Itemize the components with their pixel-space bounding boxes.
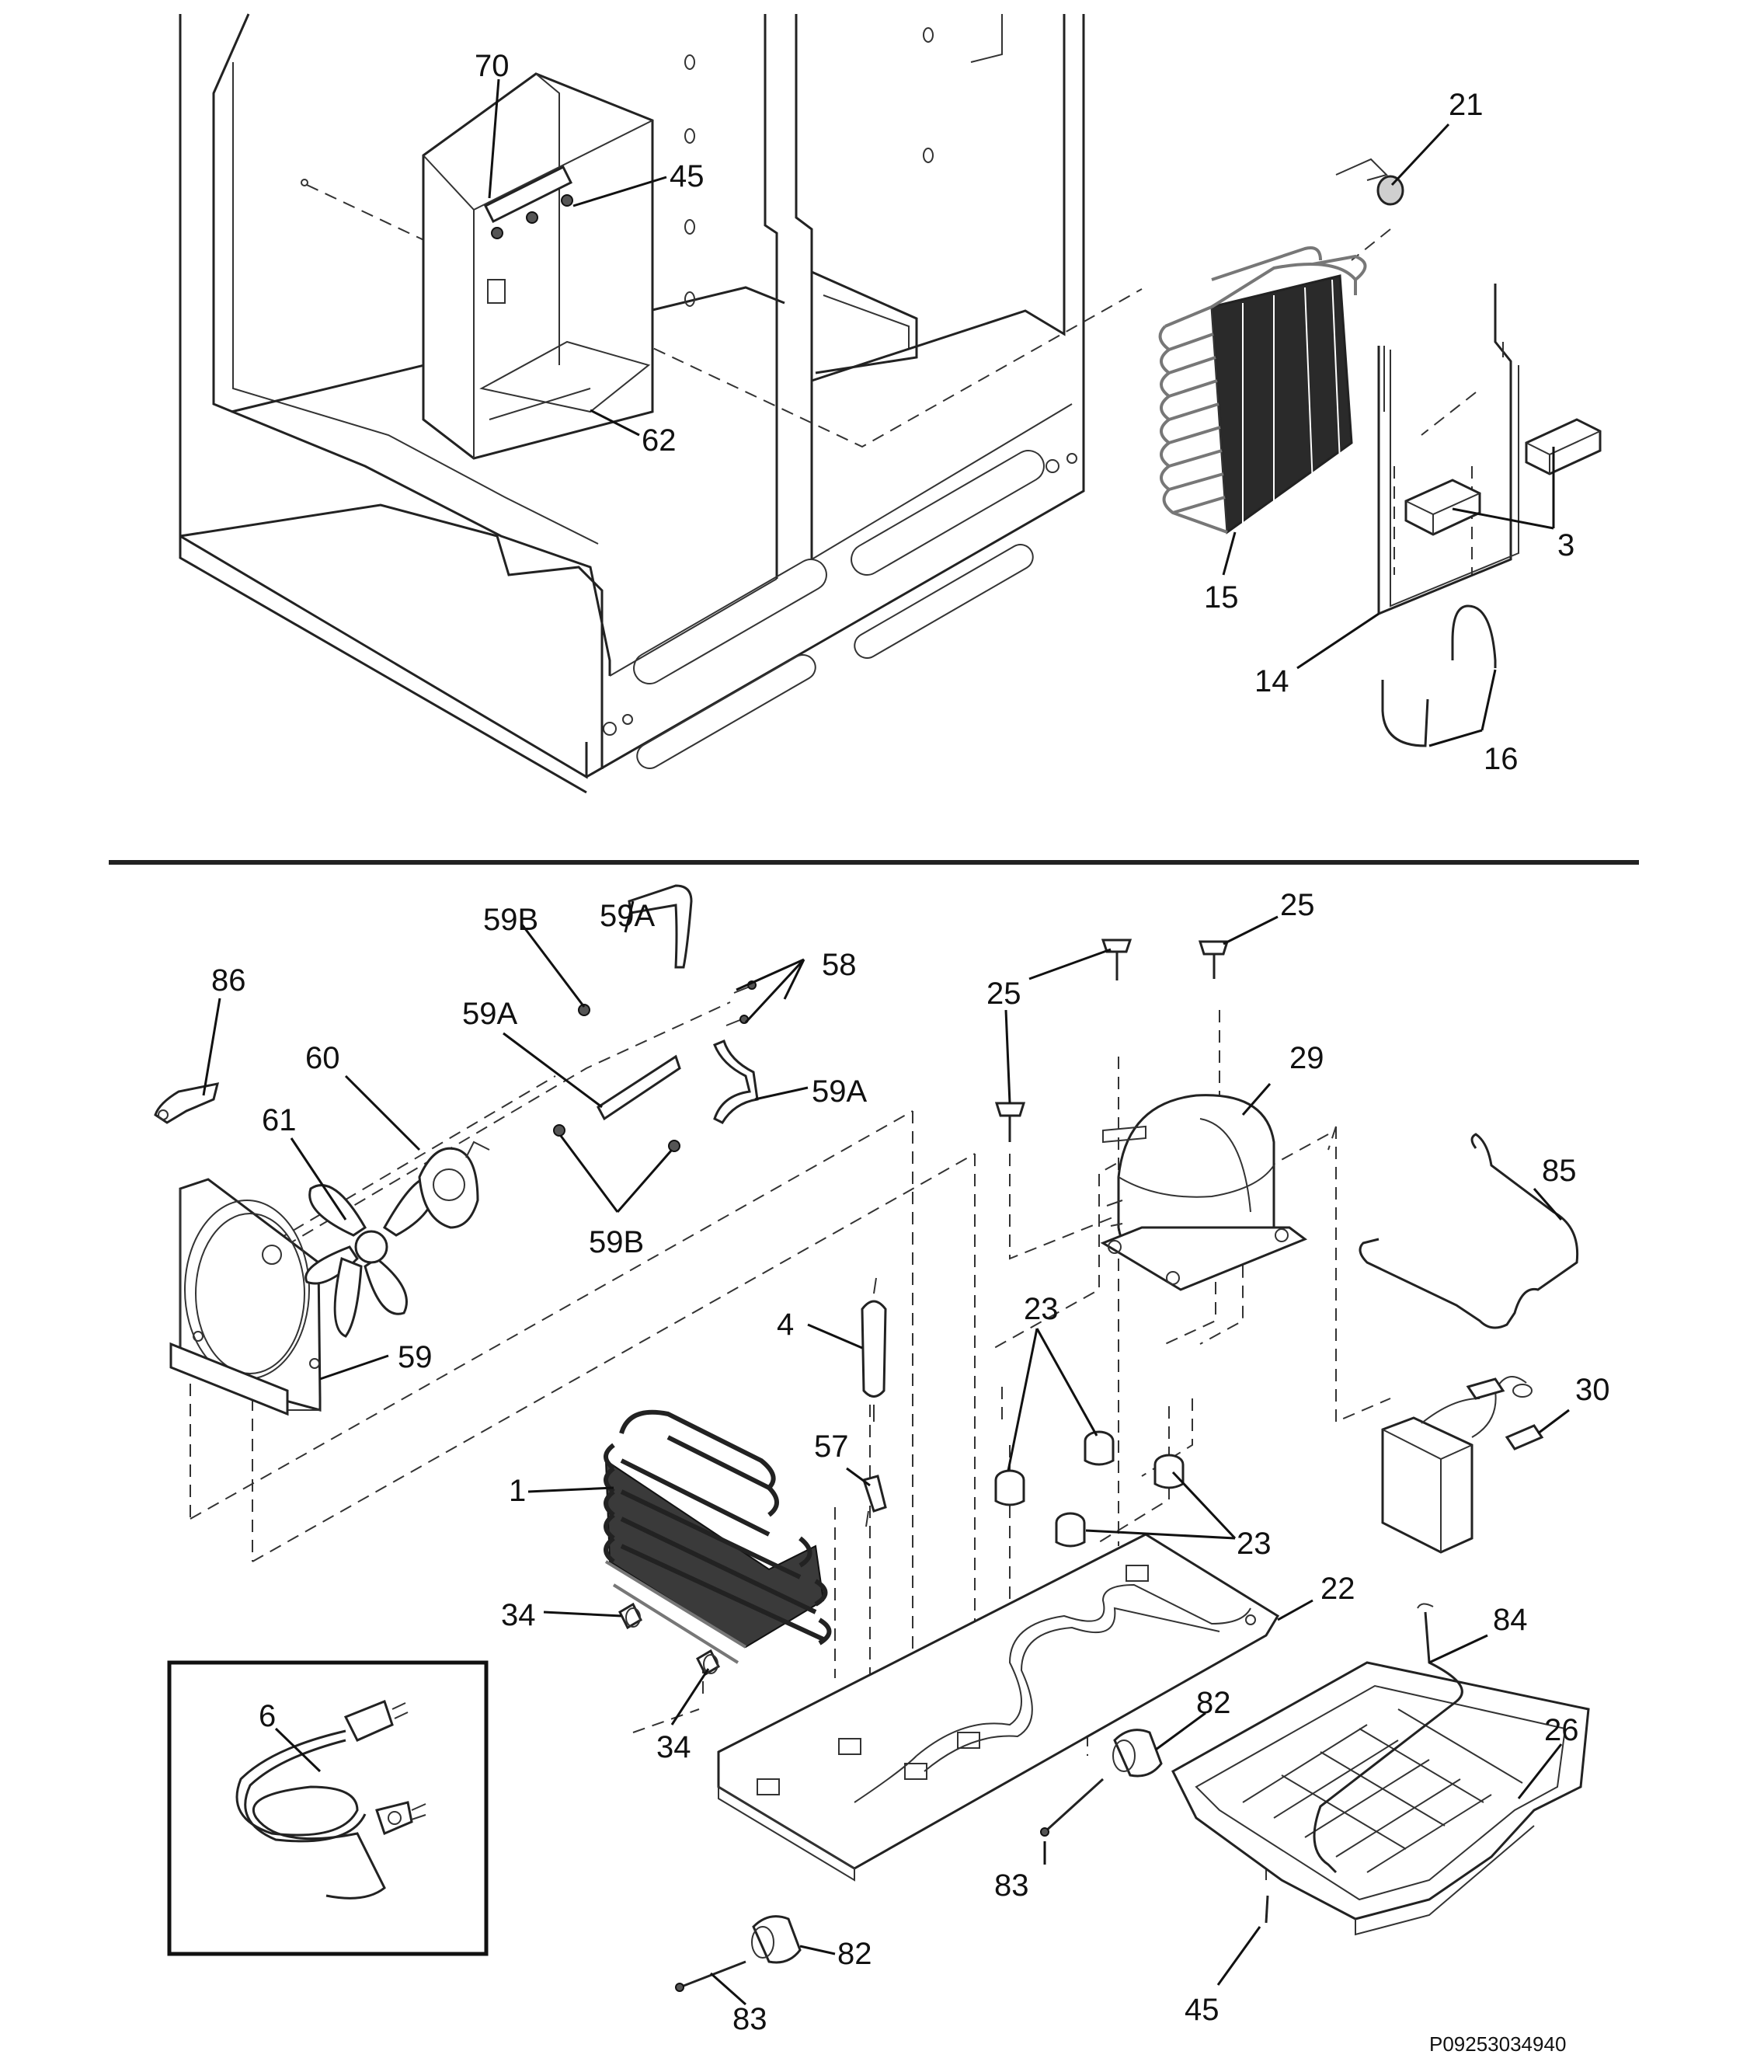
label-26: 26 (1544, 1713, 1579, 1747)
label-85: 85 (1542, 1154, 1577, 1188)
label-61: 61 (262, 1103, 297, 1137)
defrost-heater (1377, 284, 1519, 616)
label-58: 58 (822, 948, 857, 982)
motor-mounts (553, 884, 759, 1152)
label-30: 30 (1575, 1373, 1610, 1407)
label-29: 29 (1289, 1041, 1324, 1075)
label-59A: 59A (462, 997, 517, 1031)
fan-motor (418, 1140, 490, 1229)
refrigerator-cabinet (179, 13, 1085, 794)
condenser-coil (1158, 246, 1367, 535)
label-16: 16 (1484, 742, 1519, 776)
label-25: 25 (986, 977, 1021, 1011)
label-60: 60 (305, 1041, 340, 1075)
label-86: 86 (211, 963, 246, 998)
drain-pan (1171, 1661, 1590, 1936)
filter-drier (861, 1277, 887, 1422)
label-34: 34 (656, 1730, 691, 1764)
evaporator-coil (604, 1409, 832, 1664)
label-21: 21 (1449, 88, 1484, 122)
compressor-grommets (994, 1430, 1185, 1548)
label-59A: 59A (812, 1074, 867, 1109)
relay-box (1381, 1376, 1544, 1554)
label-62: 62 (642, 423, 677, 458)
label-1: 1 (509, 1474, 526, 1508)
label-45: 45 (670, 159, 705, 193)
fan-blade (304, 1176, 437, 1338)
compressor (1100, 1094, 1308, 1291)
label-6: 6 (259, 1699, 276, 1733)
label-14: 14 (1254, 664, 1289, 698)
trough-bracket (483, 165, 573, 239)
label-59B: 59B (483, 903, 538, 937)
label-59: 59 (398, 1340, 433, 1374)
label-84: 84 (1493, 1603, 1528, 1637)
label-22: 22 (1320, 1572, 1355, 1606)
label-57: 57 (814, 1430, 849, 1464)
power-cord-inset (167, 1660, 489, 1956)
label-83: 83 (994, 1868, 1029, 1903)
document-code: P09253034940 (1429, 2032, 1566, 2056)
label-34: 34 (501, 1598, 536, 1632)
base-grommets (675, 1729, 1269, 1992)
label-25: 25 (1280, 888, 1315, 922)
drain-trough (422, 72, 654, 460)
label-59B: 59B (589, 1225, 644, 1259)
label-3: 3 (1557, 528, 1574, 562)
drain-tube (1313, 1603, 1463, 1874)
label-59A: 59A (600, 899, 655, 933)
label-4: 4 (777, 1308, 794, 1342)
label-23: 23 (1237, 1527, 1272, 1561)
heater-clips (1381, 604, 1497, 747)
label-15: 15 (1204, 580, 1239, 615)
label-45: 45 (1185, 1993, 1219, 2027)
label-82: 82 (837, 1937, 872, 1971)
motor-bracket (154, 1082, 220, 1124)
label-70: 70 (475, 49, 510, 83)
heater-blocks (1404, 418, 1602, 536)
part-number-labels: 70 45 62 21 3 15 14 16 59B 59A 58 59A 59… (211, 49, 1610, 2036)
label-23: 23 (1024, 1292, 1059, 1326)
fan-shroud (169, 1178, 322, 1416)
label-83: 83 (732, 2002, 767, 2036)
grommets (618, 1602, 720, 1677)
label-82: 82 (1196, 1686, 1231, 1720)
leader-lines (202, 78, 1570, 2006)
discharge-tube (1359, 1133, 1579, 1329)
capillary-tube (1335, 158, 1404, 206)
